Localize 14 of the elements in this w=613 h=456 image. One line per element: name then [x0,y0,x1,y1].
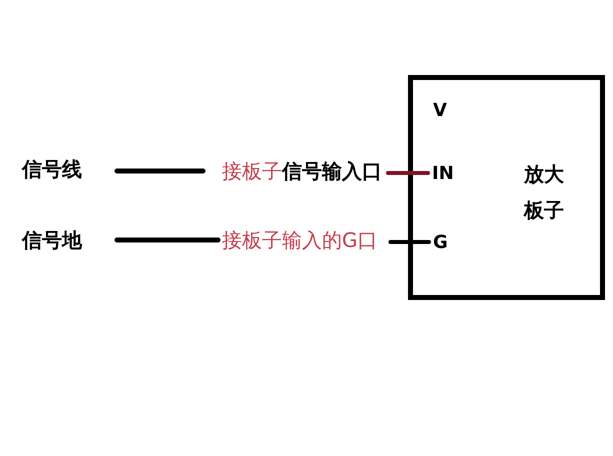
signal-ground-label: 信号地 [22,230,82,250]
pin-label: IN [432,165,454,183]
wire [114,238,220,242]
pin-label: G [433,234,448,252]
signal-input-port-label: 信号输入口 [282,161,382,181]
wire [114,168,206,174]
pin-label: V [433,102,447,120]
signal-wire-label: 信号线 [22,159,82,179]
connect-note: 接板子 [222,161,282,181]
wire [386,171,430,175]
wire [388,240,431,244]
board-label: 放大板子 [524,161,564,224]
ground-port-note: 接板子输入的G口 [222,230,378,250]
amplifier-board-box [408,75,605,300]
